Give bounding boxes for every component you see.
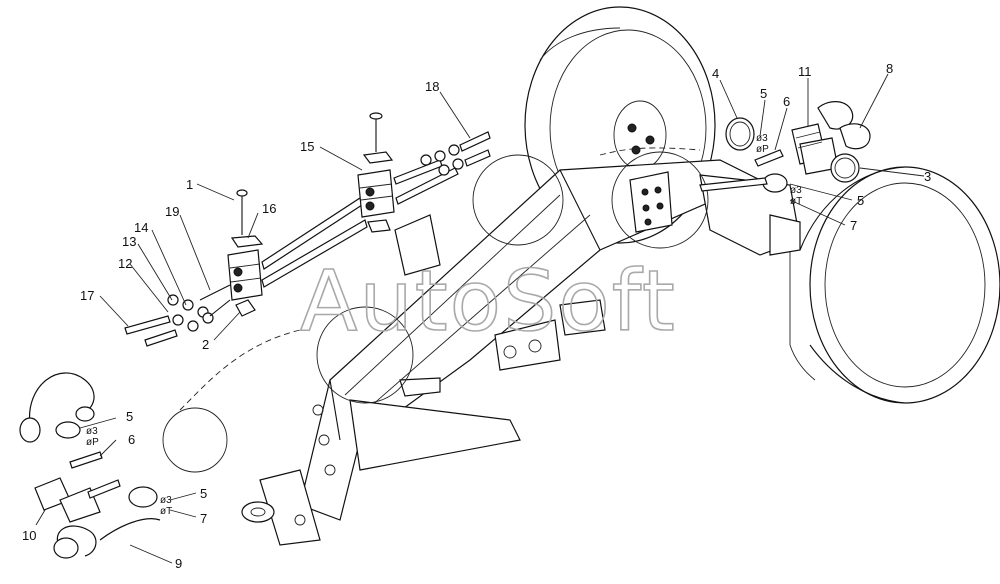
- mark-phiT-left-lower: øT: [160, 506, 172, 517]
- callout-5-right: 5: [857, 193, 864, 208]
- callout-6-upper: 6: [783, 94, 790, 109]
- callout-labels: 1 2 3 4 5 5 5 5 6 6 7 7 8 9 10 11 12 13 …: [22, 61, 931, 571]
- callout-4: 4: [712, 66, 719, 81]
- callout-5-upper: 5: [760, 86, 767, 101]
- mark-phi3-right: ø3: [790, 185, 802, 196]
- callout-8: 8: [886, 61, 893, 76]
- callout-11: 11: [798, 64, 812, 79]
- callout-14: 14: [134, 220, 148, 235]
- mark-phiP-upper: øP: [756, 144, 769, 155]
- left-clamp-assembly: [124, 189, 368, 347]
- callout-10: 10: [22, 528, 36, 543]
- ring-marks: ø3 øP ø3 øT ø3 øP ø3 øT: [86, 133, 802, 517]
- mark-phi3-left-lower: ø3: [160, 495, 172, 506]
- frame-chassis: [241, 159, 801, 546]
- callout-12: 12: [118, 256, 132, 271]
- callout-7-left: 7: [200, 511, 207, 526]
- callout-15: 15: [300, 139, 314, 154]
- callout-18: 18: [425, 79, 439, 94]
- callout-5-left-lower: 5: [200, 486, 207, 501]
- detail-circles: [162, 147, 709, 473]
- leader-lines: [35, 73, 925, 564]
- upper-clamp-assembly: [357, 112, 491, 233]
- right-coupler-assembly: [699, 101, 871, 193]
- callout-13: 13: [122, 234, 136, 249]
- watermark: AutoSoft: [300, 252, 677, 350]
- callout-3: 3: [924, 169, 931, 184]
- callout-2: 2: [202, 337, 209, 352]
- callout-16: 16: [262, 201, 276, 216]
- callout-6-left: 6: [128, 432, 135, 447]
- mark-phiP-left: øP: [86, 437, 99, 448]
- callout-7-right: 7: [850, 218, 857, 233]
- callout-1: 1: [186, 177, 193, 192]
- mark-phi3-left: ø3: [86, 426, 98, 437]
- callout-5-left-upper: 5: [126, 409, 133, 424]
- callout-19: 19: [165, 204, 179, 219]
- left-coupler-assembly: [19, 372, 161, 559]
- callout-9: 9: [175, 556, 182, 571]
- right-wheel: [789, 166, 1000, 404]
- mark-phiT-right: øT: [790, 196, 802, 207]
- mark-phi3-upper: ø3: [756, 133, 768, 144]
- callout-17: 17: [80, 288, 94, 303]
